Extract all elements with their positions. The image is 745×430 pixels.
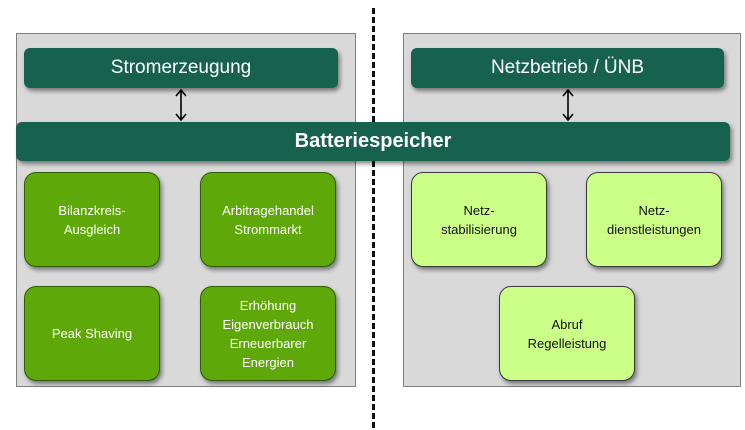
bilanzkreis-ausgleich-box: Bilanzkreis- Ausgleich [24, 172, 160, 267]
double-arrow-icon [562, 88, 574, 122]
double-arrow-icon [175, 88, 187, 122]
netzstabilisierung-box: Netz- stabilisierung [411, 172, 547, 267]
eigenverbrauch-box: Erhöhung Eigenverbrauch Erneuerbarer Ene… [200, 286, 336, 381]
batteriespeicher-bar: Batteriespeicher [16, 122, 730, 161]
stromerzeugung-header: Stromerzeugung [24, 48, 338, 88]
netzbetrieb-header: Netzbetrieb / ÜNB [411, 48, 724, 88]
peak-shaving-box: Peak Shaving [24, 286, 160, 381]
netzdienstleistungen-box: Netz- dienstleistungen [586, 172, 722, 267]
arbitragehandel-box: Arbitragehandel Strommarkt [200, 172, 336, 267]
dashed-divider [372, 8, 375, 428]
regelleistung-box: Abruf Regelleistung [499, 286, 635, 381]
